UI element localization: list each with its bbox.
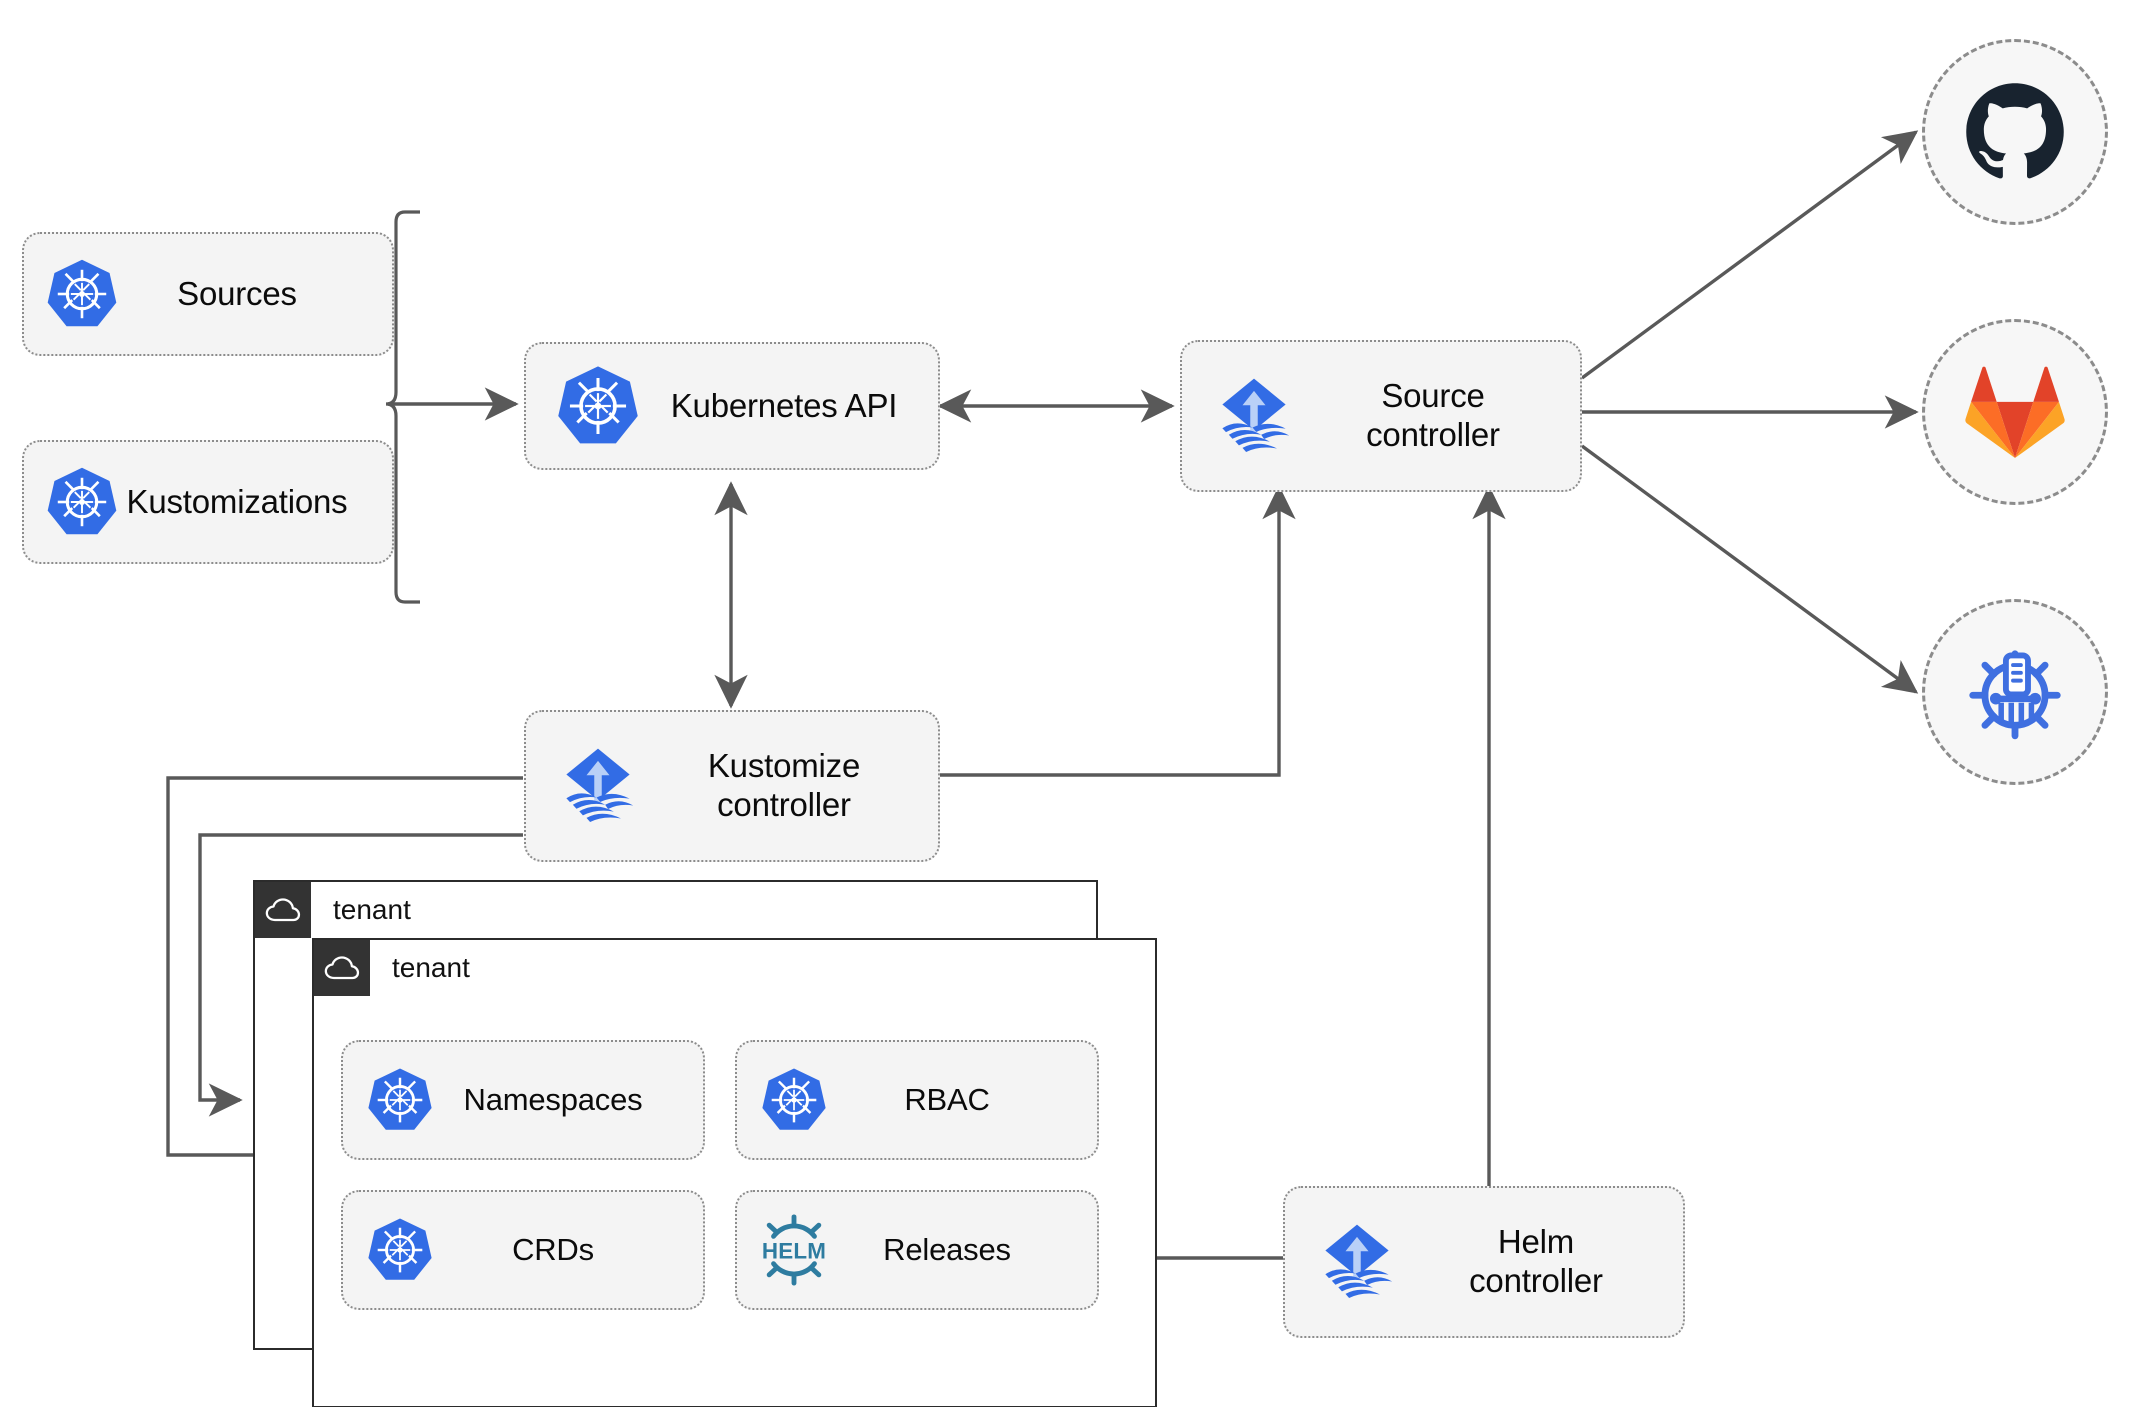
kubernetes-icon [363, 1063, 437, 1137]
tenant-resource-namespaces[interactable]: Namespaces [341, 1040, 705, 1160]
helm-repository-icon [1963, 640, 2067, 744]
tenant-resource-crds[interactable]: CRDs [341, 1190, 705, 1310]
kubernetes-api-label: Kubernetes API [670, 386, 898, 424]
cloud-icon [314, 940, 370, 996]
helm-controller-label: Helm controller [1469, 1223, 1603, 1299]
provider-github[interactable] [1922, 39, 2108, 225]
kubernetes-api-node[interactable]: Kubernetes API [524, 342, 940, 470]
github-icon [1963, 80, 2067, 184]
flux-icon [1309, 1214, 1405, 1310]
kubernetes-icon [42, 462, 122, 542]
kubernetes-icon [42, 254, 122, 334]
kubernetes-icon [757, 1063, 831, 1137]
tenant-resource-releases[interactable]: HELM Releases [735, 1190, 1099, 1310]
source-controller-node[interactable]: Source controller [1180, 340, 1582, 492]
helm-controller-node[interactable]: Helm controller [1283, 1186, 1685, 1338]
cloud-icon [255, 882, 311, 938]
provider-helm-repository[interactable] [1922, 599, 2108, 785]
tenant-resource-rbac[interactable]: RBAC [735, 1040, 1099, 1160]
svg-text:HELM: HELM [762, 1238, 826, 1263]
tenant-name: tenant [392, 952, 470, 983]
kubernetes-icon [550, 358, 646, 454]
tenant-resource-label: Namespaces [463, 1081, 643, 1117]
tenant-resource-label: Releases [883, 1231, 1011, 1267]
tenant-titlebar: tenant [255, 882, 411, 938]
flux-icon [550, 738, 646, 834]
tenant-resource-label: CRDs [512, 1231, 594, 1267]
tenant-resource-label: RBAC [904, 1081, 990, 1117]
resource-label: Kustomizations [126, 482, 348, 520]
resource-label: Sources [177, 274, 297, 312]
kustomize-controller-label: Kustomize controller [707, 747, 861, 823]
kustomize-controller-node[interactable]: Kustomize controller [524, 710, 940, 862]
provider-gitlab[interactable] [1922, 319, 2108, 505]
tenant-titlebar: tenant [314, 940, 470, 996]
tenant-name: tenant [333, 894, 411, 925]
resource-sources[interactable]: Sources [22, 232, 394, 356]
resource-kustomizations[interactable]: Kustomizations [22, 440, 394, 564]
kubernetes-icon [363, 1213, 437, 1287]
helm-icon: HELM [757, 1213, 831, 1287]
tenant-window-inner[interactable]: tenant [312, 938, 1157, 1407]
source-controller-label: Source controller [1366, 377, 1500, 453]
flux-icon [1206, 368, 1302, 464]
gitlab-icon [1962, 363, 2068, 461]
